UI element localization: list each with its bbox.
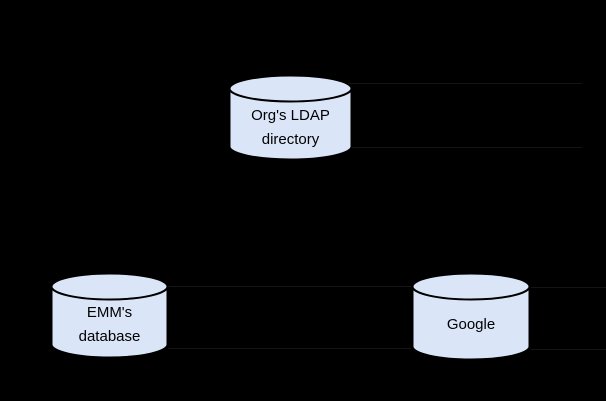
node-label-line1: Google (446, 316, 496, 333)
node-label-ldap: Org's LDAP directory (228, 104, 353, 152)
node-orgs-ldap-directory: Org's LDAP directory (228, 74, 353, 161)
connector-emm-google-lower (168, 348, 411, 349)
database-cylinder-icon (50, 272, 169, 359)
connector-ldap-right-upper (347, 83, 582, 84)
node-label-emm: EMM's database (50, 301, 169, 349)
node-label-line2: directory (261, 131, 320, 148)
connector-google-rightedge-lower (531, 349, 606, 350)
database-cylinder-icon (411, 272, 531, 361)
connector-google-rightedge-upper (531, 287, 606, 288)
connector-ldap-right-lower (352, 147, 582, 148)
node-label-google: Google (411, 313, 531, 337)
node-label-line1: EMM's (86, 304, 133, 321)
node-label-line2: database (78, 328, 141, 345)
node-label-line1: Org's LDAP (251, 107, 330, 124)
node-emms-database: EMM's database (50, 272, 169, 359)
database-cylinder-icon (228, 74, 353, 161)
node-google: Google (411, 272, 531, 361)
connector-emm-google-upper (168, 286, 411, 287)
